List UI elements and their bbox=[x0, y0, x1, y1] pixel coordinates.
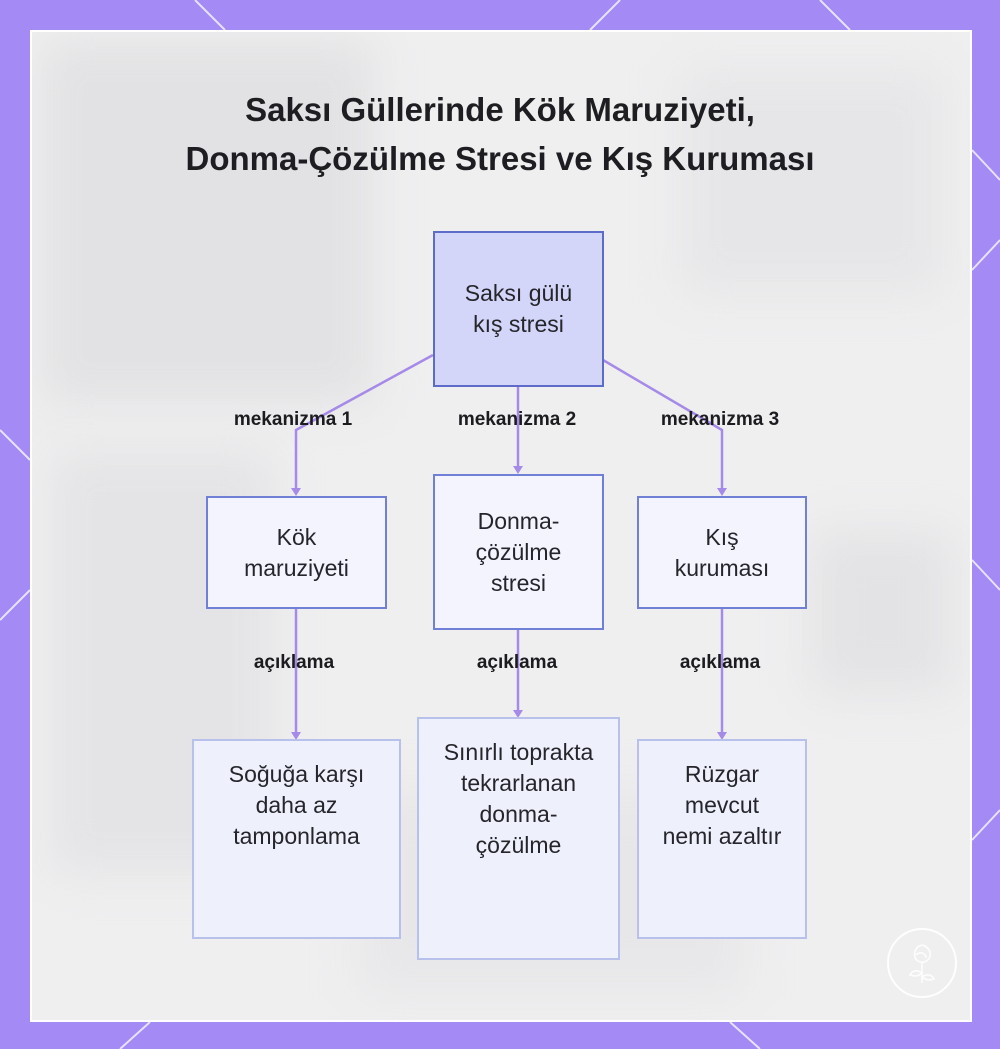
edge-label-explanation-3: açıklama bbox=[679, 652, 761, 673]
arrowhead-branch-3 bbox=[717, 488, 727, 496]
arrowhead-branch-1 bbox=[291, 488, 301, 496]
detail-node-text: Rüzgar mevcut nemi azaltır bbox=[662, 761, 782, 849]
branch-node-label: Kış kuruması bbox=[674, 523, 770, 581]
connector-root-branch-1 bbox=[294, 353, 434, 490]
edge-label-mechanism-3: mekanizma 3 bbox=[660, 409, 780, 430]
title-line-1: Saksı Güllerinde Kök Maruziyeti, bbox=[245, 91, 755, 128]
edge-label-mechanism-2: mekanizma 2 bbox=[457, 409, 577, 430]
rose-logo-icon bbox=[887, 928, 957, 998]
diagram-title: Saksı Güllerinde Kök Maruziyeti, Donma-Ç… bbox=[0, 85, 1000, 183]
arrowhead-detail-1 bbox=[291, 732, 301, 740]
branch-node-root-exposure: Kök maruziyeti bbox=[206, 496, 387, 609]
detail-node-1: Soğuğa karşı daha az tamponlama bbox=[192, 739, 401, 939]
arrowhead-detail-2 bbox=[513, 710, 523, 718]
edge-label-explanation-1: açıklama bbox=[253, 652, 335, 673]
connector-root-branch-3 bbox=[602, 358, 724, 490]
detail-node-text: Soğuğa karşı daha az tamponlama bbox=[228, 761, 365, 849]
arrowhead-detail-3 bbox=[717, 732, 727, 740]
edge-label-explanation-2: açıklama bbox=[476, 652, 558, 673]
title-line-2: Donma-Çözülme Stresi ve Kış Kuruması bbox=[185, 140, 815, 177]
root-node-label: Saksı gülü kış stresi bbox=[464, 280, 573, 337]
edge-label-mechanism-1: mekanizma 1 bbox=[233, 409, 353, 430]
root-node: Saksı gülü kış stresi bbox=[433, 231, 604, 387]
arrowhead-branch-2 bbox=[513, 466, 523, 474]
branch-node-winter-desiccation: Kış kuruması bbox=[637, 496, 807, 609]
detail-node-2: Sınırlı toprakta tekrarlanan donma-çözül… bbox=[417, 717, 620, 960]
branch-node-label: Donma-çözülme stresi bbox=[475, 507, 562, 596]
branch-node-label: Kök maruziyeti bbox=[244, 523, 349, 581]
detail-node-3: Rüzgar mevcut nemi azaltır bbox=[637, 739, 807, 939]
detail-node-text: Sınırlı toprakta tekrarlanan donma-çözül… bbox=[443, 739, 594, 858]
branch-node-freeze-thaw: Donma-çözülme stresi bbox=[433, 474, 604, 630]
